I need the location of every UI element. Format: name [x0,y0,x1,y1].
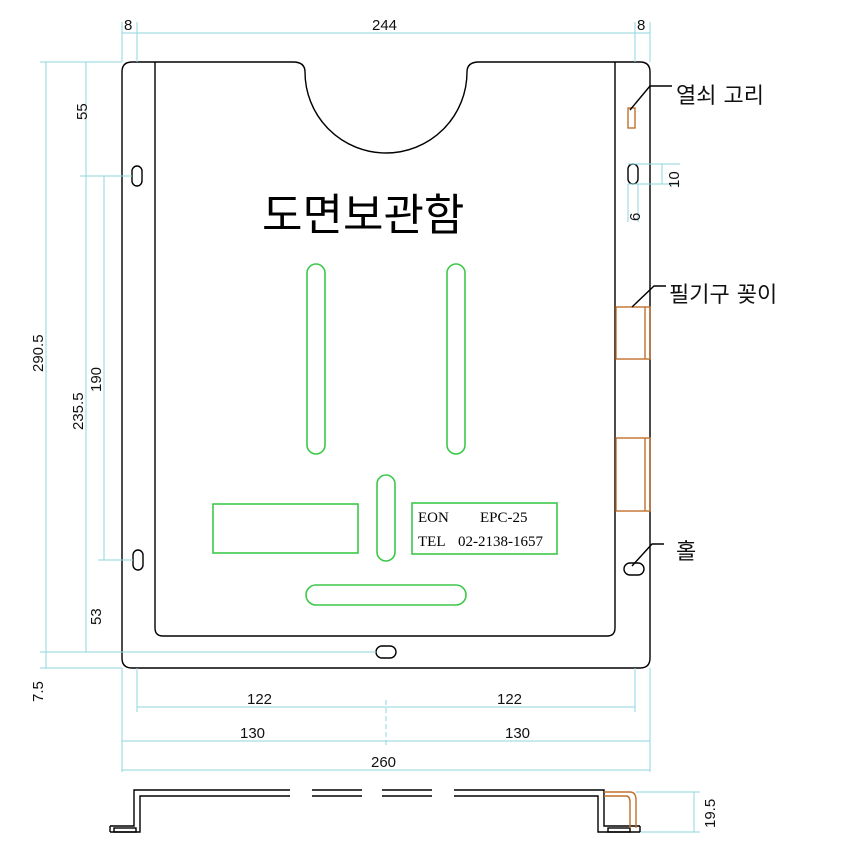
plate-line2-right: 02-2138-1657 [458,534,543,550]
pen-holder-lower [615,437,651,512]
slot-center [376,474,396,562]
dim-left-235-5: 235.5 [70,392,87,430]
dimension-labels: 8 244 8 55 290.5 235.5 190 53 7.5 10 6 1… [30,17,719,828]
callout-key-ring: 열쇠 고리 [629,84,764,111]
inner-fold-line [154,62,616,637]
plate-line1-left: EON [418,510,449,526]
slot-right [446,263,466,455]
dim-left-55: 55 [74,103,91,120]
slot-left [306,263,326,455]
mount-hole-top-left [131,165,143,187]
dim-top-width: 244 [372,17,397,34]
dim-bottom-right-130: 130 [505,725,530,742]
dim-left-7-5: 7.5 [30,681,47,702]
drawing-title: 도면보관함 [262,190,464,241]
slot-bottom [305,584,467,606]
callout-key-ring-label: 열쇠 고리 [676,84,764,109]
mount-hole-bottom-center [375,645,397,659]
dim-bottom-left-122: 122 [247,691,272,708]
name-plate [411,502,558,555]
dim-left-290-5: 290.5 [30,334,47,372]
dim-bottom-left-130: 130 [240,725,265,742]
dim-slot-width: 6 [627,213,644,221]
dimension-lines [40,22,700,833]
side-view-accessory [604,791,637,828]
callout-hole-label: 홀 [676,540,696,565]
cutouts [212,263,558,606]
dim-top-right: 8 [637,17,645,34]
dim-left-53: 53 [88,608,105,625]
plate-line2-left: TEL [418,534,446,550]
plate-line1-right: EPC-25 [480,510,528,526]
mount-hole-top-right [627,163,639,185]
callout-pen-holder-label: 필기구 꽂이 [669,283,777,308]
dim-side-height: 19.5 [702,799,719,828]
label-window [212,503,359,554]
dim-top-left: 8 [124,17,132,34]
dim-bottom-right-122: 122 [497,691,522,708]
callout-pen-holder: 필기구 꽂이 [631,283,777,308]
side-view [109,789,641,833]
key-ring-part [627,107,636,129]
accessories [615,107,651,512]
name-plate-text: EON EPC-25 TEL 02-2138-1657 [418,510,543,550]
mount-hole-bottom-left [132,549,144,571]
dim-slot-height: 10 [666,171,683,188]
plate-outline [121,61,651,669]
callout-hole: 홀 [631,540,696,567]
dim-bottom-total: 260 [371,754,396,771]
dim-left-190: 190 [88,367,105,392]
